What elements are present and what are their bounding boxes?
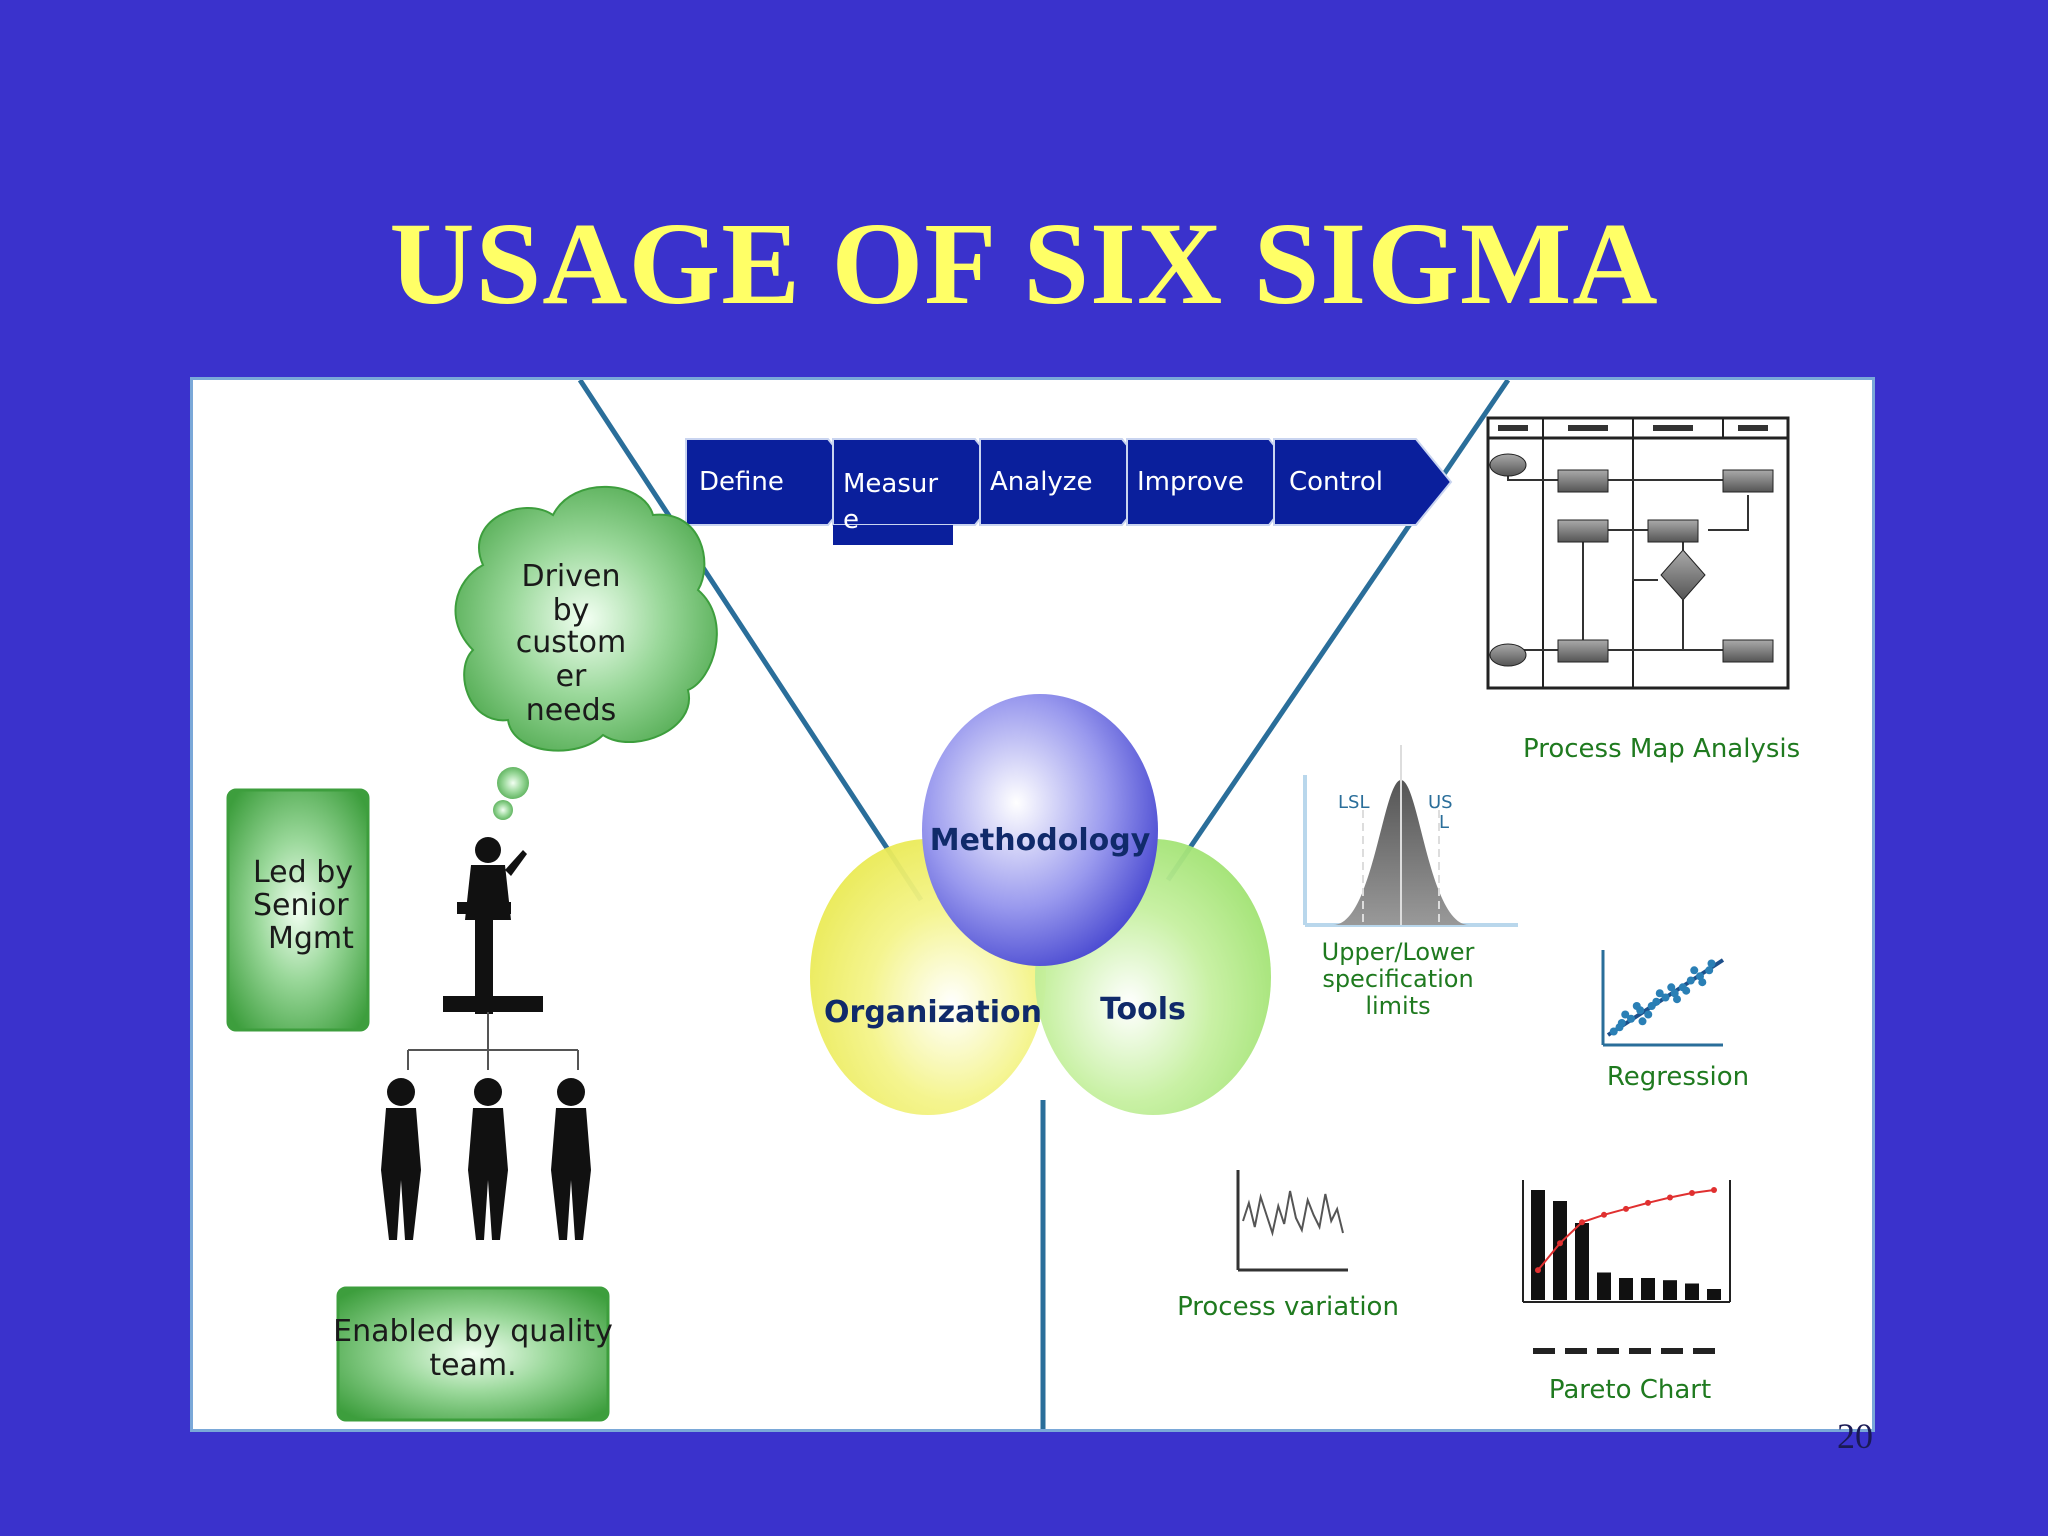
regression-point — [1707, 959, 1716, 968]
pareto-cumulative-point — [1557, 1240, 1563, 1247]
cloud-line-1: Driven — [522, 559, 621, 594]
venn-diagram: Methodology Organization Tools — [810, 694, 1271, 1115]
regression-point — [1682, 986, 1691, 995]
regression-point — [1621, 1010, 1630, 1019]
panel-dividers — [577, 380, 1511, 1429]
regression-label: Regression — [1607, 1062, 1749, 1092]
step-improve: Improve — [1126, 438, 1306, 526]
pareto-bar — [1575, 1223, 1589, 1300]
pareto-bar — [1597, 1272, 1611, 1300]
step-analyze-label: Analyze — [990, 467, 1092, 497]
team-member-icon — [381, 1078, 421, 1240]
regression-point — [1655, 989, 1664, 998]
process-map-label: Process Map Analysis — [1523, 734, 1800, 764]
pareto-cumulative-point — [1623, 1205, 1629, 1212]
pareto-bar — [1641, 1278, 1655, 1300]
led-line-2: Senior — [253, 888, 349, 923]
enabled-line-1: Enabled by quality — [333, 1314, 613, 1349]
venn-methodology-label: Methodology — [930, 823, 1151, 858]
cloud-line-2: by — [553, 593, 590, 628]
step-analyze: Analyze — [979, 438, 1159, 526]
step-measure: Measur e — [832, 438, 1012, 545]
team-member-icon — [468, 1078, 508, 1240]
org-tree-lines — [407, 1012, 579, 1070]
diagram-panel: Define Measur e Analyze Improve Control — [190, 377, 1875, 1432]
pareto-cumulative-point — [1535, 1267, 1541, 1274]
step-define-label: Define — [699, 467, 784, 497]
regression-point — [1615, 1023, 1624, 1032]
process-variation-label: Process variation — [1177, 1292, 1399, 1322]
spec-limits-label-line-1: Upper/Lower — [1322, 938, 1475, 966]
pareto-cumulative-point — [1711, 1187, 1717, 1193]
step-measure-label-line-2: e — [843, 505, 859, 535]
regression-point — [1698, 978, 1707, 987]
pareto-bar — [1553, 1201, 1567, 1300]
cloud-line-3: custom — [516, 625, 626, 660]
regression-point — [1647, 1002, 1656, 1010]
organization-section: Driven by custom er needs Led by Senior … — [226, 485, 718, 1422]
regression-chart — [1601, 950, 1725, 1047]
pareto-bar — [1707, 1289, 1721, 1300]
regression-point — [1638, 1017, 1647, 1026]
customer-needs-cloud: Driven by custom er needs — [454, 485, 718, 820]
cloud-line-4: er — [556, 659, 587, 694]
process-variation-chart — [1236, 1170, 1348, 1272]
pareto-cumulative-point — [1579, 1219, 1585, 1226]
regression-point — [1690, 966, 1699, 975]
regression-point — [1644, 1010, 1653, 1019]
tools-section: Process Map Analysis LSL US L Upper/Lowe… — [1177, 416, 1800, 1405]
led-line-1: Led by — [253, 855, 353, 890]
dmaic-process-flow: Define Measur e Analyze Improve Control — [685, 438, 1453, 545]
six-sigma-diagram: Define Measur e Analyze Improve Control — [226, 380, 1800, 1429]
step-control: Control — [1273, 438, 1453, 526]
step-control-label: Control — [1289, 467, 1383, 497]
senior-manager-figure — [443, 837, 543, 1014]
step-improve-label: Improve — [1137, 467, 1244, 497]
lsl-label: LSL — [1338, 792, 1369, 813]
regression-point — [1667, 983, 1676, 992]
enabled-line-2: team. — [429, 1348, 516, 1383]
pareto-cumulative-point — [1601, 1211, 1607, 1218]
pareto-bar — [1663, 1280, 1677, 1300]
regression-point — [1686, 976, 1695, 985]
pareto-cumulative-point — [1667, 1194, 1673, 1201]
usl-label-line-1: US — [1428, 792, 1453, 813]
pareto-label: Pareto Chart — [1549, 1375, 1711, 1405]
pareto-cumulative-point — [1645, 1199, 1651, 1206]
venn-organization-label: Organization — [824, 995, 1042, 1030]
led-by-senior-mgmt-box: Led by Senior Mgmt — [226, 788, 370, 1032]
pareto-bar — [1619, 1278, 1633, 1300]
step-measure-label-line-1: Measur — [843, 469, 938, 499]
regression-point — [1661, 993, 1670, 1002]
cloud-line-5: needs — [526, 693, 617, 728]
regression-point — [1673, 995, 1681, 1004]
spec-limits-label-line-2: specification — [1322, 965, 1473, 993]
venn-methodology-circle — [922, 694, 1158, 966]
pareto-bar — [1685, 1283, 1699, 1300]
process-map-thumbnail — [1486, 416, 1790, 690]
led-line-3: Mgmt — [268, 921, 354, 956]
pareto-cumulative-point — [1689, 1189, 1695, 1196]
enabled-by-quality-team-box: Enabled by quality team. — [333, 1286, 613, 1422]
regression-point — [1632, 1002, 1641, 1010]
team-member-icon — [551, 1078, 591, 1240]
regression-point — [1705, 966, 1714, 975]
slide-title: USAGE OF SIX SIGMA — [389, 198, 1659, 329]
variation-series-line — [1242, 1190, 1344, 1237]
slide-number: 20 — [1837, 1416, 1873, 1456]
venn-tools-label: Tools — [1100, 992, 1186, 1027]
pareto-chart — [1522, 1180, 1731, 1354]
spec-limits-chart: LSL US L — [1303, 745, 1518, 927]
regression-point — [1627, 1014, 1635, 1023]
regression-point — [1609, 1027, 1618, 1036]
usl-label-line-2: L — [1439, 812, 1449, 833]
pareto-bar — [1531, 1190, 1545, 1300]
spec-limits-label-line-3: limits — [1365, 992, 1430, 1020]
